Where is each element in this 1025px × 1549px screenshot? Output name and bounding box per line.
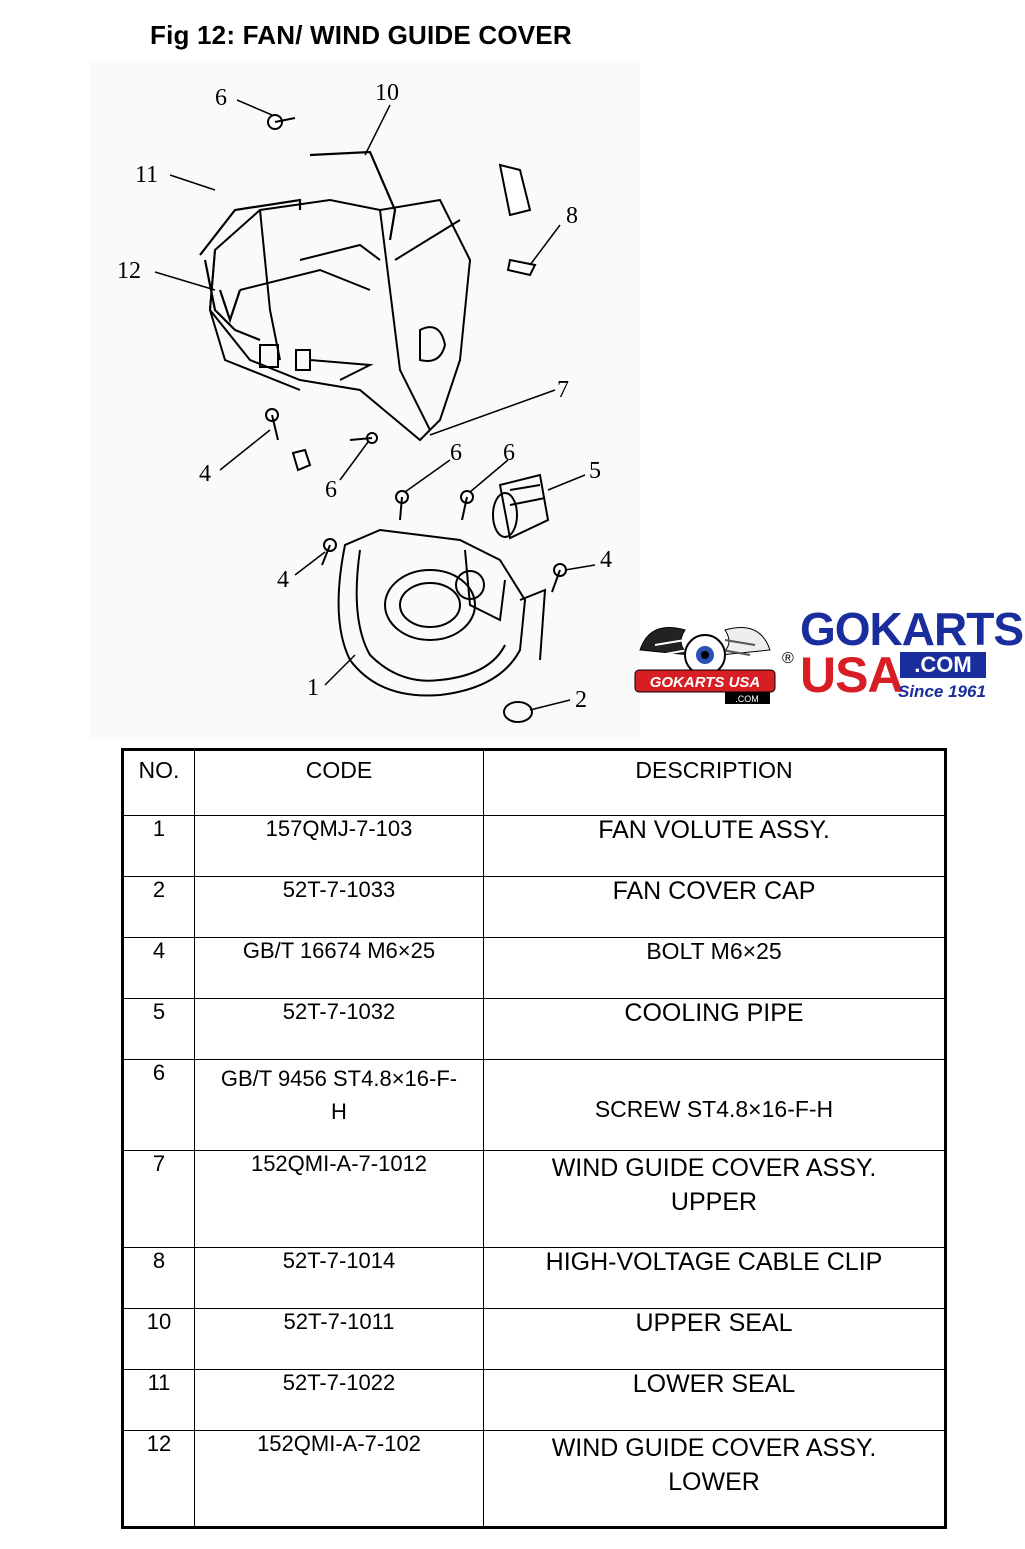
callout-6-right-b: 6 bbox=[503, 440, 515, 466]
seal-drawings bbox=[199, 150, 397, 342]
gokarts-usa-logo: GOKARTS USA .COM GOKARTS ® USA .COM Sinc… bbox=[630, 600, 1024, 710]
logo-domain: .COM bbox=[900, 652, 986, 678]
callout-10: 10 bbox=[375, 80, 399, 106]
fan-volute-drawing bbox=[337, 528, 547, 723]
row-no: 11 bbox=[122, 1369, 195, 1431]
row-description: WIND GUIDE COVER ASSY. LOWER bbox=[483, 1430, 946, 1528]
row-no: 7 bbox=[122, 1150, 195, 1248]
row-code: 52T-7-1033 bbox=[194, 876, 484, 938]
table-row: 8 52T-7-1014 HIGH-VOLTAGE CABLE CLIP bbox=[122, 1247, 946, 1309]
row-description: HIGH-VOLTAGE CABLE CLIP bbox=[483, 1247, 946, 1309]
callout-7: 7 bbox=[557, 377, 569, 403]
figure-title: Fig 12: FAN/ WIND GUIDE COVER bbox=[150, 20, 572, 50]
leader-lines bbox=[154, 99, 596, 711]
row-no: 8 bbox=[122, 1247, 195, 1309]
table-row: 11 52T-7-1022 LOWER SEAL bbox=[122, 1369, 946, 1431]
exploded-parts-diagram: 6 10 11 8 12 7 4 6 6 6 5 4 4 1 2 bbox=[0, 60, 1025, 740]
svg-text:GOKARTS USA: GOKARTS USA bbox=[650, 674, 761, 691]
diagram-background bbox=[90, 60, 640, 740]
row-description: COOLING PIPE bbox=[483, 998, 946, 1060]
row-code: 157QMJ-7-103 bbox=[194, 815, 484, 877]
screw-drawings bbox=[265, 114, 567, 593]
callout-5: 5 bbox=[589, 458, 601, 484]
callout-4-lower-left: 4 bbox=[277, 567, 289, 593]
table-header-row: NO. CODE DESCRIPTION bbox=[122, 749, 946, 816]
callout-11: 11 bbox=[135, 162, 158, 188]
table-row: 1 157QMJ-7-103 FAN VOLUTE ASSY. bbox=[122, 815, 946, 877]
row-description: LOWER SEAL bbox=[483, 1369, 946, 1431]
row-code: 152QMI-A-7-1012 bbox=[194, 1150, 484, 1248]
table-row: 5 52T-7-1032 COOLING PIPE bbox=[122, 998, 946, 1060]
row-description: WIND GUIDE COVER ASSY. UPPER bbox=[483, 1150, 946, 1248]
callout-1: 1 bbox=[307, 675, 319, 701]
logo-brand-bottom: USA bbox=[800, 647, 904, 703]
svg-text:.COM: .COM bbox=[735, 694, 759, 704]
row-description: BOLT M6×25 bbox=[483, 937, 946, 999]
table-row: 4 GB/T 16674 M6×25 BOLT M6×25 bbox=[122, 937, 946, 999]
row-code: 52T-7-1014 bbox=[194, 1247, 484, 1309]
winged-eyeball-badge-icon: GOKARTS USA .COM bbox=[634, 627, 776, 704]
row-code: 52T-7-1011 bbox=[194, 1308, 484, 1370]
row-description: FAN VOLUTE ASSY. bbox=[483, 815, 946, 877]
row-description: SCREW ST4.8×16-F-H bbox=[483, 1059, 946, 1151]
row-no: 12 bbox=[122, 1430, 195, 1528]
table-row: 6 GB/T 9456 ST4.8×16-F-H SCREW ST4.8×16-… bbox=[122, 1059, 946, 1151]
row-description: UPPER SEAL bbox=[483, 1308, 946, 1370]
callout-4-left: 4 bbox=[199, 461, 211, 487]
header-no: NO. bbox=[122, 749, 195, 816]
row-no: 10 bbox=[122, 1308, 195, 1370]
row-description: FAN COVER CAP bbox=[483, 876, 946, 938]
callout-8: 8 bbox=[566, 203, 578, 229]
callout-4-lower-right: 4 bbox=[600, 547, 612, 573]
row-no: 2 bbox=[122, 876, 195, 938]
row-code: 152QMI-A-7-102 bbox=[194, 1430, 484, 1528]
header-code: CODE bbox=[194, 749, 484, 816]
row-no: 4 bbox=[122, 937, 195, 999]
table-row: 10 52T-7-1011 UPPER SEAL bbox=[122, 1308, 946, 1370]
row-code: GB/T 16674 M6×25 bbox=[194, 937, 484, 999]
row-code: GB/T 9456 ST4.8×16-F-H bbox=[194, 1059, 484, 1151]
row-code: 52T-7-1032 bbox=[194, 998, 484, 1060]
callout-6-top: 6 bbox=[215, 85, 227, 111]
callout-2: 2 bbox=[575, 687, 587, 713]
logo-brand-top: GOKARTS bbox=[800, 603, 1024, 655]
callout-12: 12 bbox=[117, 258, 141, 284]
logo-registered-mark: ® bbox=[782, 650, 794, 667]
table-row: 2 52T-7-1033 FAN COVER CAP bbox=[122, 876, 946, 938]
wind-guide-cover-upper-drawing bbox=[208, 198, 472, 442]
row-no: 1 bbox=[122, 815, 195, 877]
logo-since: Since 1961 bbox=[898, 682, 986, 701]
header-description: DESCRIPTION bbox=[483, 749, 946, 816]
cooling-pipe-drawing bbox=[492, 473, 550, 540]
table-row: 7 152QMI-A-7-1012 WIND GUIDE COVER ASSY.… bbox=[122, 1150, 946, 1248]
parts-table: NO. CODE DESCRIPTION 1 157QMJ-7-103 FAN … bbox=[121, 748, 947, 1529]
row-no: 5 bbox=[122, 998, 195, 1060]
diagram-drawing: 6 10 11 8 12 7 4 6 6 6 5 4 4 1 2 bbox=[90, 60, 640, 740]
row-no: 6 bbox=[122, 1059, 195, 1151]
row-code: 52T-7-1022 bbox=[194, 1369, 484, 1431]
callout-6-mid: 6 bbox=[325, 477, 337, 503]
table-row: 12 152QMI-A-7-102 WIND GUIDE COVER ASSY.… bbox=[122, 1430, 946, 1528]
callout-6-right-a: 6 bbox=[450, 440, 462, 466]
